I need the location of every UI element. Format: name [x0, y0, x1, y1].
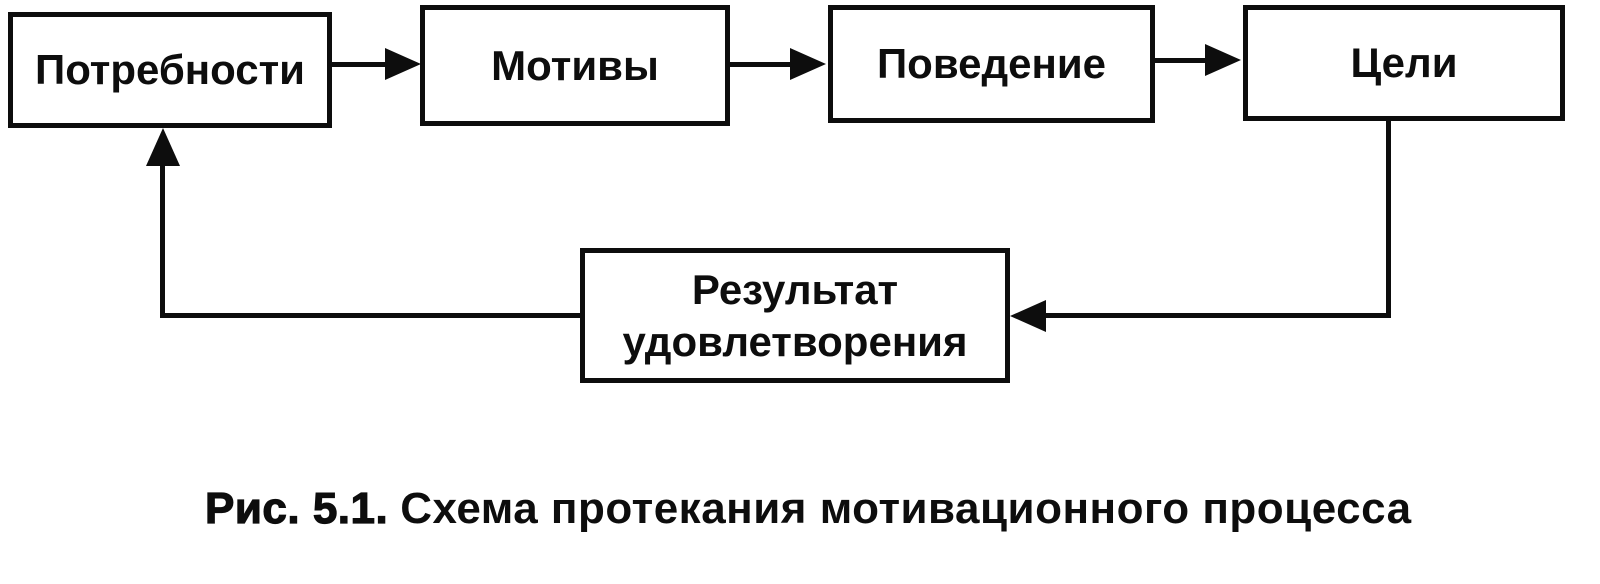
- node-behavior-label: Поведение: [876, 40, 1107, 88]
- node-needs-label: Потребности: [35, 46, 305, 94]
- node-goals: Цели: [1243, 5, 1565, 121]
- node-result: Результат удовлетворения: [580, 248, 1010, 383]
- node-needs: Потребности: [8, 12, 332, 128]
- edge-result-to-needs-vertical-line: [160, 164, 165, 318]
- node-behavior: Поведение: [828, 5, 1155, 123]
- edge-behavior-to-goals-line: [1153, 58, 1205, 63]
- edge-goals-to-result-horizontal-line: [1046, 313, 1391, 318]
- node-motives-label: Мотивы: [491, 41, 659, 89]
- node-goals-label: Цели: [1350, 39, 1458, 87]
- figure-caption-text: Схема протекания мотивационного процесса: [400, 484, 1412, 533]
- edge-needs-to-motives-arrowhead-icon: [385, 48, 421, 80]
- figure-caption: Рис. 5.1.Схема протекания мотивационного…: [204, 483, 1412, 534]
- edge-needs-to-motives-line: [330, 62, 386, 67]
- edge-motives-to-behavior-line: [728, 62, 790, 67]
- node-result-label: Результат удовлетворения: [622, 266, 968, 365]
- node-motives: Мотивы: [420, 5, 730, 126]
- edge-goals-to-result-arrowhead-icon: [1010, 300, 1046, 332]
- figure-caption-number: Рис. 5.1.: [204, 483, 389, 533]
- edge-motives-to-behavior-arrowhead-icon: [790, 48, 826, 80]
- edge-goals-to-result-vertical-line: [1386, 120, 1391, 318]
- edge-result-to-needs-horizontal-line: [162, 313, 580, 318]
- edge-result-to-needs-arrowhead-icon: [146, 128, 180, 166]
- edge-behavior-to-goals-arrowhead-icon: [1205, 44, 1241, 76]
